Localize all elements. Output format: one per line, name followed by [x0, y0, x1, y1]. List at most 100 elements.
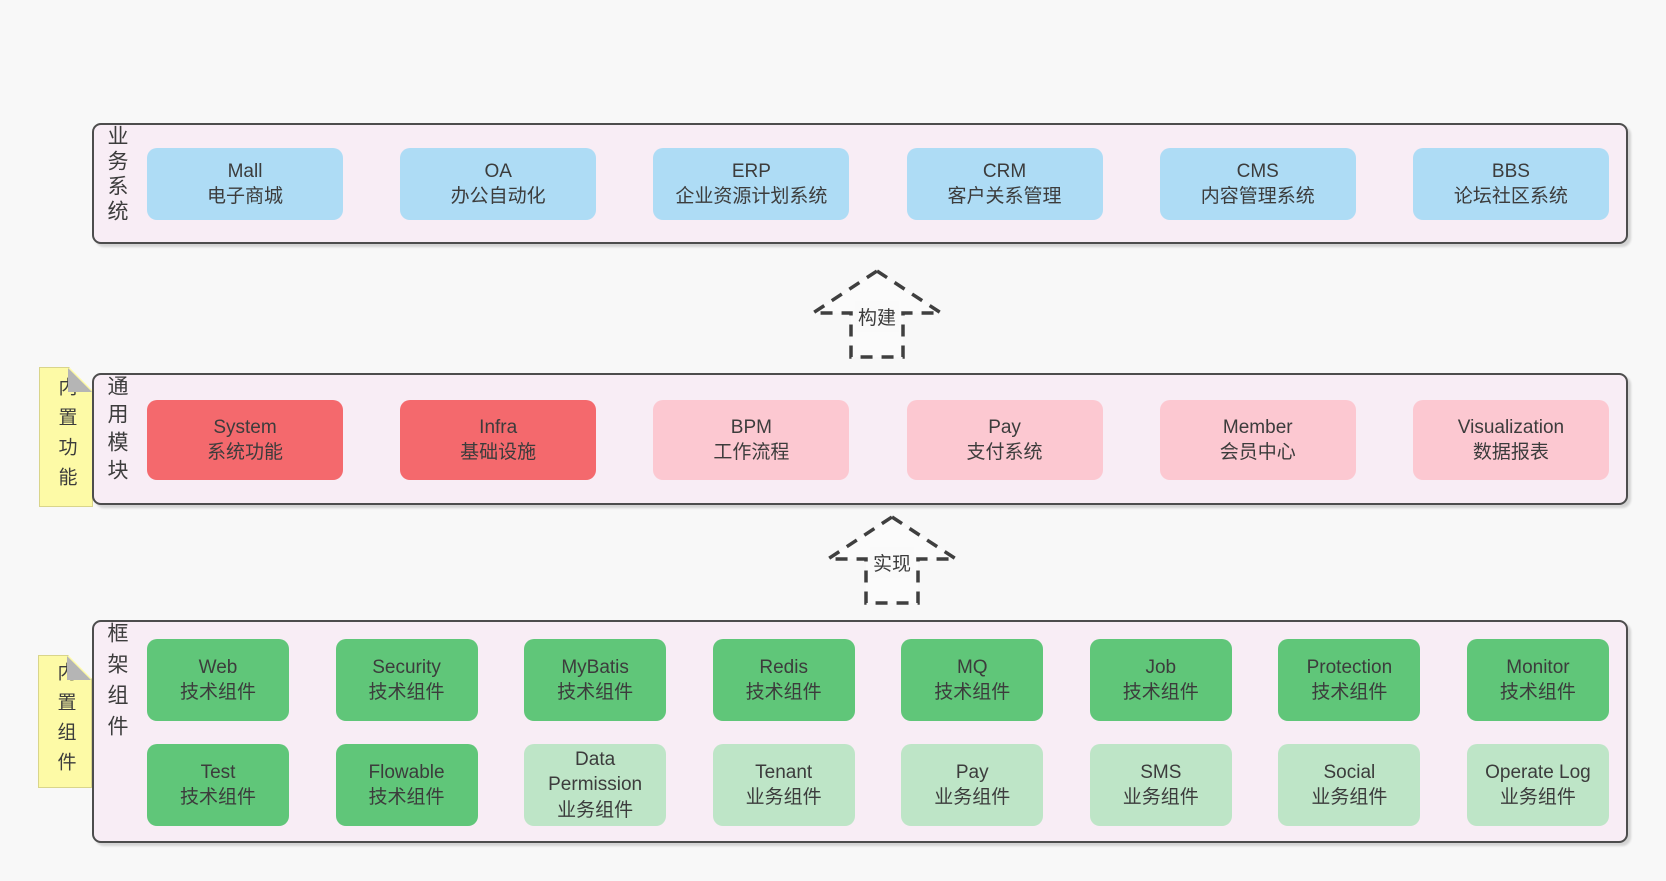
box-sms: SMS 业务组件 [1089, 744, 1232, 826]
box-oa: OA 办公自动化 [400, 148, 597, 220]
box-data-permission: Data Permission 业务组件 [524, 744, 667, 826]
box-title: Protection [1306, 656, 1393, 678]
note-builtin-functions-label: 内置功能 [55, 377, 77, 497]
layer-label-business: 业务系统 [105, 125, 128, 225]
box-protection: Protection 技术组件 [1278, 639, 1421, 721]
box-subtitle: 内容管理系统 [1200, 186, 1315, 207]
box-flowable: Flowable 技术组件 [335, 744, 478, 826]
box-title: Flowable [368, 761, 445, 783]
box-title: ERP [731, 160, 771, 182]
box-subtitle: 会员中心 [1219, 442, 1296, 463]
note-builtin-components: 内置组件 [38, 655, 92, 788]
box-infra: Infra 基础设施 [400, 400, 597, 480]
box-subtitle: 工作流程 [713, 442, 790, 463]
box-subtitle: 客户关系管理 [947, 186, 1062, 207]
arrow-build-label: 构建 [854, 301, 900, 332]
box-title: Operate Log [1485, 761, 1591, 783]
box-title: MyBatis [561, 656, 629, 678]
box-subtitle: 企业资源计划系统 [675, 186, 828, 207]
box-subtitle: 办公自动化 [450, 186, 546, 207]
box-title: OA [484, 160, 512, 182]
modules-box-row: System 系统功能 Infra 基础设施 BPM 工作流程 Pay 支付系统 Member 会… [147, 400, 1609, 480]
box-subtitle: 技术组件 [368, 787, 445, 808]
box-subtitle: 技术组件 [745, 682, 822, 703]
box-title: Member [1222, 416, 1293, 438]
box-subtitle: 基础设施 [460, 442, 537, 463]
note-builtin-components-label: 内置组件 [54, 661, 76, 782]
box-title: Test [200, 761, 236, 783]
layer-label-components: 框架组件 [105, 622, 128, 746]
box-subtitle: 系统功能 [206, 442, 283, 463]
box-subtitle: 技术组件 [179, 787, 256, 808]
box-subtitle: 业务组件 [557, 799, 634, 821]
layer-label-modules: 通用模块 [105, 375, 128, 487]
box-member: Member 会员中心 [1159, 400, 1356, 480]
arrow-build: 构建 [810, 268, 944, 360]
layer-business-systems: 业务系统 Mall 电子商城 OA 办公自动化 ERP 企业资源计划系统 CRM 客户关系管理… [92, 123, 1628, 244]
box-title: Social [1323, 761, 1376, 783]
box-title: Infra [479, 416, 518, 438]
box-subtitle: 技术组件 [179, 682, 256, 703]
box-security: Security 技术组件 [335, 639, 478, 721]
box-subtitle: 业务组件 [1311, 787, 1388, 808]
box-job: Job 技术组件 [1089, 639, 1232, 721]
box-title: Data Permission [548, 749, 643, 796]
box-title: Web [198, 656, 238, 678]
box-visualization: Visualization 数据报表 [1412, 400, 1609, 480]
box-mq: MQ 技术组件 [901, 639, 1044, 721]
box-pay: Pay 支付系统 [906, 400, 1103, 480]
box-subtitle: 技术组件 [1499, 682, 1576, 703]
box-title: CRM [982, 160, 1027, 182]
box-erp: ERP 企业资源计划系统 [653, 148, 850, 220]
box-bbs: BBS 论坛社区系统 [1412, 148, 1609, 220]
box-redis: Redis 技术组件 [712, 639, 855, 721]
box-title: MQ [956, 656, 988, 678]
arrow-implement: 实现 [825, 514, 959, 606]
box-subtitle: 技术组件 [1122, 682, 1199, 703]
business-box-row: Mall 电子商城 OA 办公自动化 ERP 企业资源计划系统 CRM 客户关系管理 CMS 内容… [147, 148, 1609, 220]
box-title: Redis [759, 656, 808, 678]
layer-common-modules: 通用模块 System 系统功能 Infra 基础设施 BPM 工作流程 Pay 支付系统 Me… [92, 373, 1628, 505]
box-social: Social 业务组件 [1278, 744, 1421, 826]
box-title: SMS [1140, 761, 1182, 783]
arrow-implement-label: 实现 [869, 547, 915, 578]
box-test: Test 技术组件 [147, 744, 289, 826]
box-subtitle: 业务组件 [1122, 787, 1199, 808]
box-bpm: BPM 工作流程 [653, 400, 850, 480]
box-title: Mall [227, 160, 263, 182]
box-title: CMS [1236, 160, 1279, 182]
box-title: BBS [1491, 160, 1530, 182]
box-subtitle: 电子商城 [206, 186, 283, 207]
box-subtitle: 论坛社区系统 [1453, 186, 1568, 207]
box-pay: Pay 业务组件 [901, 744, 1044, 826]
box-operate-log: Operate Log 业务组件 [1466, 744, 1609, 826]
box-system: System 系统功能 [147, 400, 343, 480]
box-crm: CRM 客户关系管理 [906, 148, 1103, 220]
box-subtitle: 技术组件 [1311, 682, 1388, 703]
box-subtitle: 技术组件 [934, 682, 1011, 703]
box-subtitle: 业务组件 [934, 787, 1011, 808]
box-subtitle: 支付系统 [966, 442, 1043, 463]
box-title: Pay [988, 416, 1021, 438]
box-title: BPM [730, 416, 772, 438]
note-builtin-functions: 内置功能 [39, 367, 93, 507]
box-subtitle: 数据报表 [1472, 442, 1549, 463]
box-title: Monitor [1506, 656, 1570, 678]
box-title: System [213, 416, 277, 438]
box-subtitle: 技术组件 [368, 682, 445, 703]
box-title: Visualization [1457, 416, 1565, 438]
box-subtitle: 业务组件 [1499, 787, 1576, 808]
box-title: Pay [955, 761, 989, 783]
box-subtitle: 业务组件 [745, 787, 822, 808]
box-title: Security [372, 656, 441, 678]
box-cms: CMS 内容管理系统 [1159, 148, 1356, 220]
box-subtitle: 技术组件 [557, 682, 634, 703]
box-monitor: Monitor 技术组件 [1466, 639, 1609, 721]
box-web: Web 技术组件 [147, 639, 289, 721]
box-title: Job [1145, 656, 1177, 678]
